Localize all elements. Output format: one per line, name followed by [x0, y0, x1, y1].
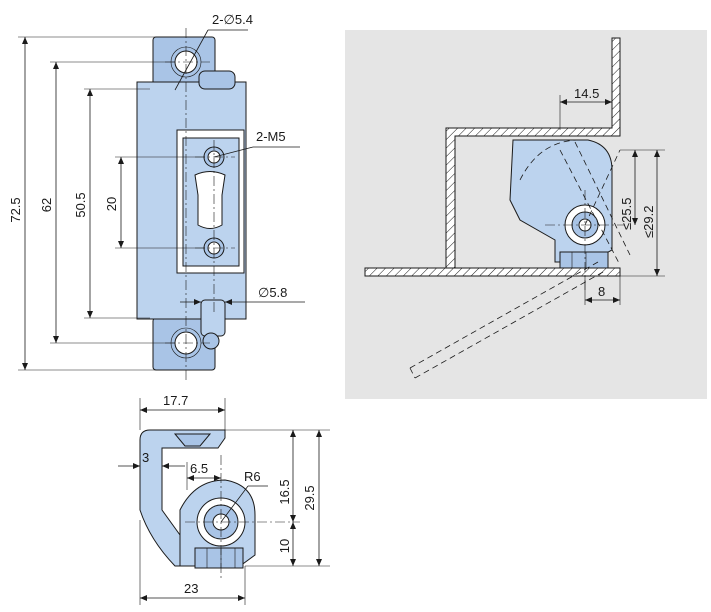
dim-hole-spacing-label: 62: [39, 198, 54, 212]
door-plate: [364, 267, 621, 277]
dim-6-5: 6.5: [190, 461, 208, 476]
install-view: 14.5 ≤25.5 ≤29.2 8: [345, 30, 707, 399]
side-view: 17.7 3 6.5 R6 16.5 10 29.5 23: [118, 393, 330, 605]
pin-dia-label: ∅5.8: [258, 285, 287, 300]
dim-8: 8: [598, 284, 605, 299]
dim-25-5: ≤25.5: [619, 198, 634, 230]
hole-callout: 2-∅5.4: [212, 12, 253, 27]
dim-10: 10: [277, 539, 292, 553]
dim-3: 3: [142, 450, 149, 465]
radius-label: R6: [244, 469, 261, 484]
dim-overall-label: 72.5: [8, 197, 23, 222]
dim-14-5: 14.5: [574, 86, 599, 101]
dim-29-5: 29.5: [302, 485, 317, 510]
thread-callout: 2-M5: [256, 129, 286, 144]
dim-23: 23: [184, 581, 198, 596]
dim-body-label: 50.5: [73, 192, 88, 217]
dim-17-7: 17.7: [163, 393, 188, 408]
dim-29-2: ≤29.2: [641, 206, 656, 238]
side-profile: [139, 429, 226, 567]
front-view: 72.5 62 50.5 20 2-∅5.4 2-M5 ∅5.8: [8, 12, 305, 380]
dim-16-5: 16.5: [277, 479, 292, 504]
dim-thread-spacing-label: 20: [104, 197, 119, 211]
